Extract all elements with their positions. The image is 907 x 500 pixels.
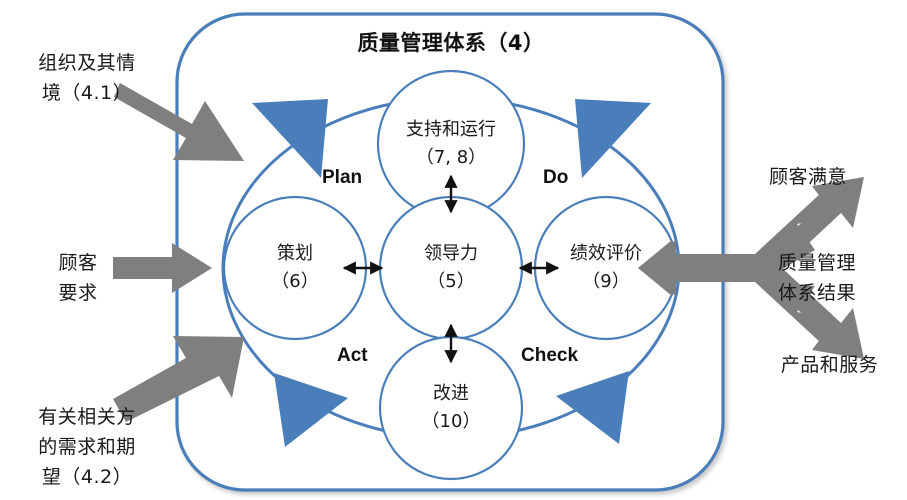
cycle-arrowhead-top-left — [252, 99, 328, 178]
pdca-label-act: Act — [337, 345, 368, 366]
input-label-customer-requirements: 顾客 要求 — [43, 248, 113, 308]
node-performance-evaluation-line1: 绩效评价 — [570, 243, 642, 264]
input-arrow-customer-requirements — [113, 243, 212, 293]
cycle-arrowhead-top-right — [575, 99, 651, 178]
node-leadership: 领导力 （5） — [424, 240, 478, 296]
output-arrow-parts — [638, 177, 864, 359]
input-label-interested-parties-line2: 的需求和期 — [38, 436, 136, 458]
output-label-qms-results-line1: 质量管理 — [778, 252, 857, 274]
input-label-organization-context-line1: 组织及其情 — [38, 52, 136, 74]
cycle-arrowhead-bottom-left — [274, 373, 348, 447]
pdca-label-do: Do — [543, 167, 569, 188]
node-planning-line1: 策划 — [276, 243, 313, 264]
node-support-operation-line1: 支持和运行 — [406, 119, 496, 140]
input-label-interested-parties-line3: 望（4.2） — [41, 466, 133, 488]
input-label-customer-requirements-line2: 要求 — [58, 282, 98, 304]
output-label-products-services-line1: 产品和服务 — [780, 354, 879, 376]
node-support-operation-line2: （7, 8） — [415, 147, 487, 168]
cycle-arrowhead-bottom-right — [556, 371, 629, 444]
node-improvement: 改进 （10） — [422, 380, 481, 436]
output-label-customer-satisfaction: 顾客满意 — [752, 162, 864, 192]
input-label-customer-requirements-line1: 顾客 — [58, 252, 98, 274]
node-support-operation: 支持和运行 （7, 8） — [406, 116, 496, 172]
node-improvement-line2: （10） — [421, 411, 481, 432]
node-leadership-line2: （5） — [427, 271, 475, 292]
output-label-qms-results: 质量管理 体系结果 — [778, 248, 890, 308]
node-planning-line2: （6） — [271, 271, 319, 292]
output-label-qms-results-line2: 体系结果 — [778, 282, 857, 304]
output-label-customer-satisfaction-line1: 顾客满意 — [768, 166, 847, 188]
input-label-interested-parties: 有关相关方 的需求和期 望（4.2） — [22, 402, 152, 492]
input-arrow-organization-context — [114, 83, 244, 161]
pdca-label-check: Check — [521, 345, 579, 366]
input-arrow-interested-parties — [113, 336, 244, 422]
node-performance-evaluation-line2: （9） — [582, 271, 630, 292]
node-leadership-line1: 领导力 — [424, 243, 478, 264]
input-label-organization-context-line2: 境（4.1） — [41, 82, 133, 104]
node-planning: 策划 （6） — [271, 240, 318, 296]
node-improvement-line1: 改进 — [433, 383, 469, 404]
input-label-interested-parties-line1: 有关相关方 — [38, 406, 136, 428]
output-label-products-services: 产品和服务 — [762, 350, 897, 380]
node-performance-evaluation: 绩效评价 （9） — [570, 240, 642, 296]
page-title: 质量管理体系（4） — [357, 31, 545, 55]
pdca-label-plan: Plan — [322, 167, 363, 188]
input-label-organization-context: 组织及其情 境（4.1） — [22, 48, 152, 108]
